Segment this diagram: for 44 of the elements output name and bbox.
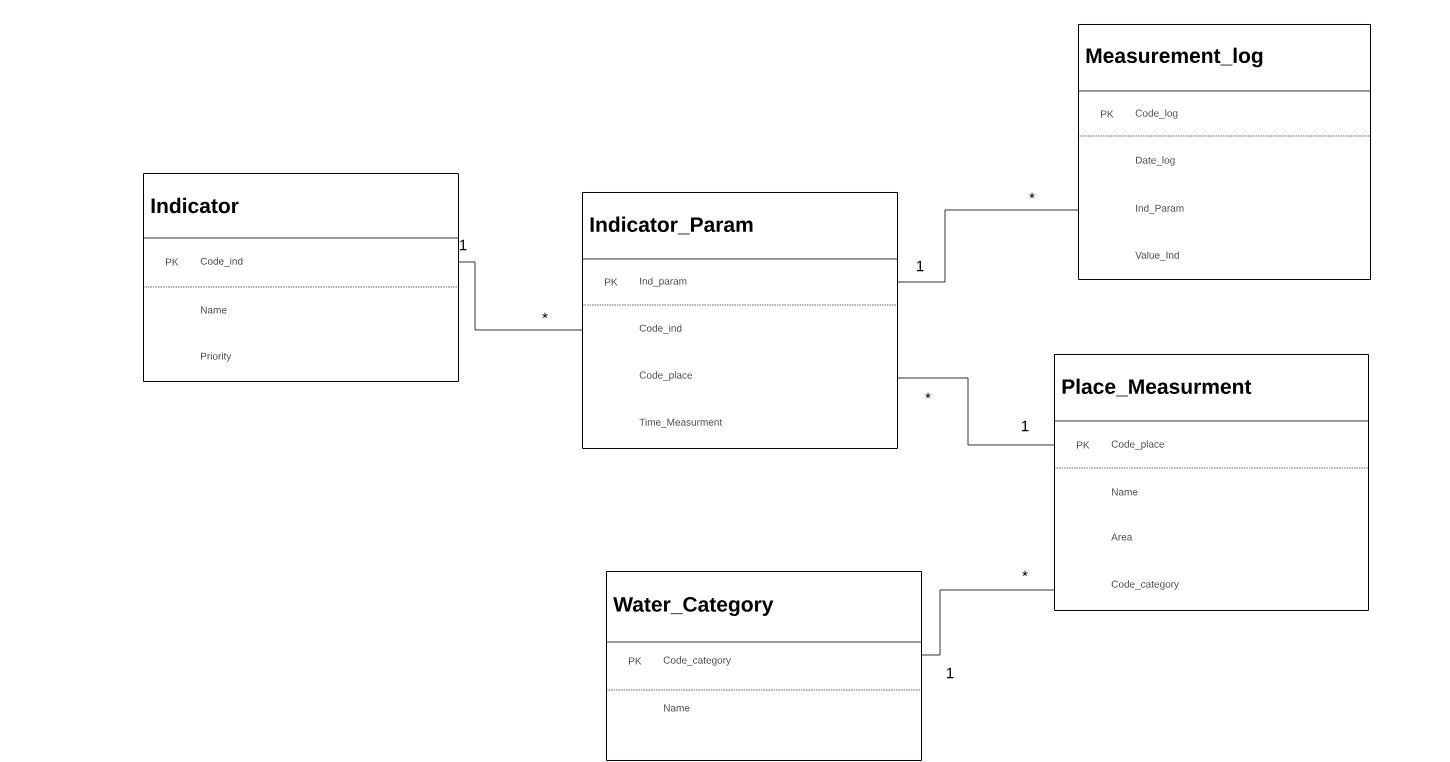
field-name: Ind_Param (1136, 204, 1184, 214)
multiplicity-label: 1 (460, 239, 467, 251)
entity-table (1053, 354, 1369, 611)
field-name: Ind_param (640, 277, 687, 287)
relationship-line (897, 209, 1079, 283)
field-name: Code_log (1135, 109, 1178, 119)
field-name: Code_ind (639, 324, 682, 334)
entity-table (605, 571, 922, 761)
field-name: Area (1111, 533, 1133, 541)
field-name: Name (201, 306, 227, 314)
table-title: Measurement_log (1086, 47, 1263, 68)
table-title: Place_Measurment (1062, 378, 1252, 397)
table-title: Water_Category (613, 596, 774, 617)
key-label: PK (629, 657, 642, 665)
relationship-line (458, 261, 583, 331)
entity-table (1077, 24, 1371, 280)
table-title: Indicator_Param (590, 216, 753, 235)
field-name: Code_category (663, 656, 731, 666)
key-label: PK (1077, 441, 1090, 449)
relationship-line (897, 377, 1055, 446)
multiplicity-label: 1 (947, 667, 954, 679)
field-name: Time_Measurment (639, 418, 723, 428)
relationship-line (921, 589, 1055, 656)
field-name: Value_Ind (1135, 251, 1179, 261)
multiplicity-label: * (1022, 570, 1028, 577)
multiplicity-label: * (542, 312, 548, 319)
multiplicity-label: 1 (1022, 420, 1029, 432)
multiplicity-label: * (925, 392, 931, 399)
entity-table (581, 192, 898, 449)
field-name: Code_category (1111, 580, 1179, 590)
field-name: Date_log (1136, 156, 1175, 166)
key-label: PK (166, 258, 179, 266)
field-name: Code_place (1111, 440, 1165, 450)
key-label: PK (1101, 110, 1114, 118)
multiplicity-label: 1 (917, 260, 924, 272)
field-name: Name (664, 704, 690, 712)
field-name: Code_ind (200, 257, 243, 267)
field-name: Priority (201, 352, 232, 362)
key-label: PK (605, 278, 618, 286)
field-name: Code_place (639, 371, 693, 381)
field-name: Name (1112, 488, 1138, 496)
entity-table (142, 173, 459, 382)
table-title: Indicator (151, 197, 239, 214)
multiplicity-label: * (1029, 192, 1035, 199)
